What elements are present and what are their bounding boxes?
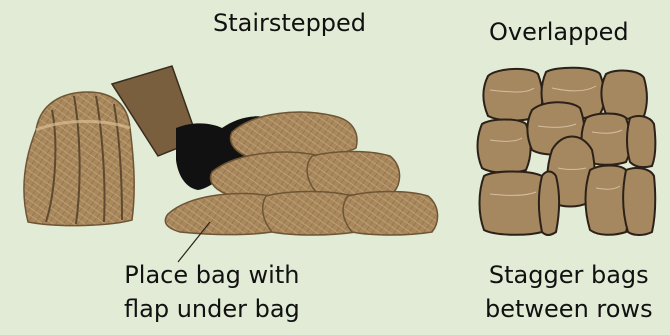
stairstepped-title: Stairstepped [213, 6, 366, 40]
stairstepped-caption: Place bag with flap under bag [124, 258, 300, 326]
overlapped-caption-line-2: between rows [485, 292, 653, 326]
stairstepped-caption-line-1: Place bag with [124, 258, 300, 292]
overlapped-caption-line-1: Stagger bags [485, 258, 653, 292]
overlapped-bags [478, 68, 656, 235]
overlapped-title: Overlapped [489, 15, 629, 49]
stairstepped-caption-line-2: flap under bag [124, 292, 300, 326]
standing-sandbag [24, 92, 134, 226]
overlapped-caption: Stagger bags between rows [485, 258, 653, 326]
